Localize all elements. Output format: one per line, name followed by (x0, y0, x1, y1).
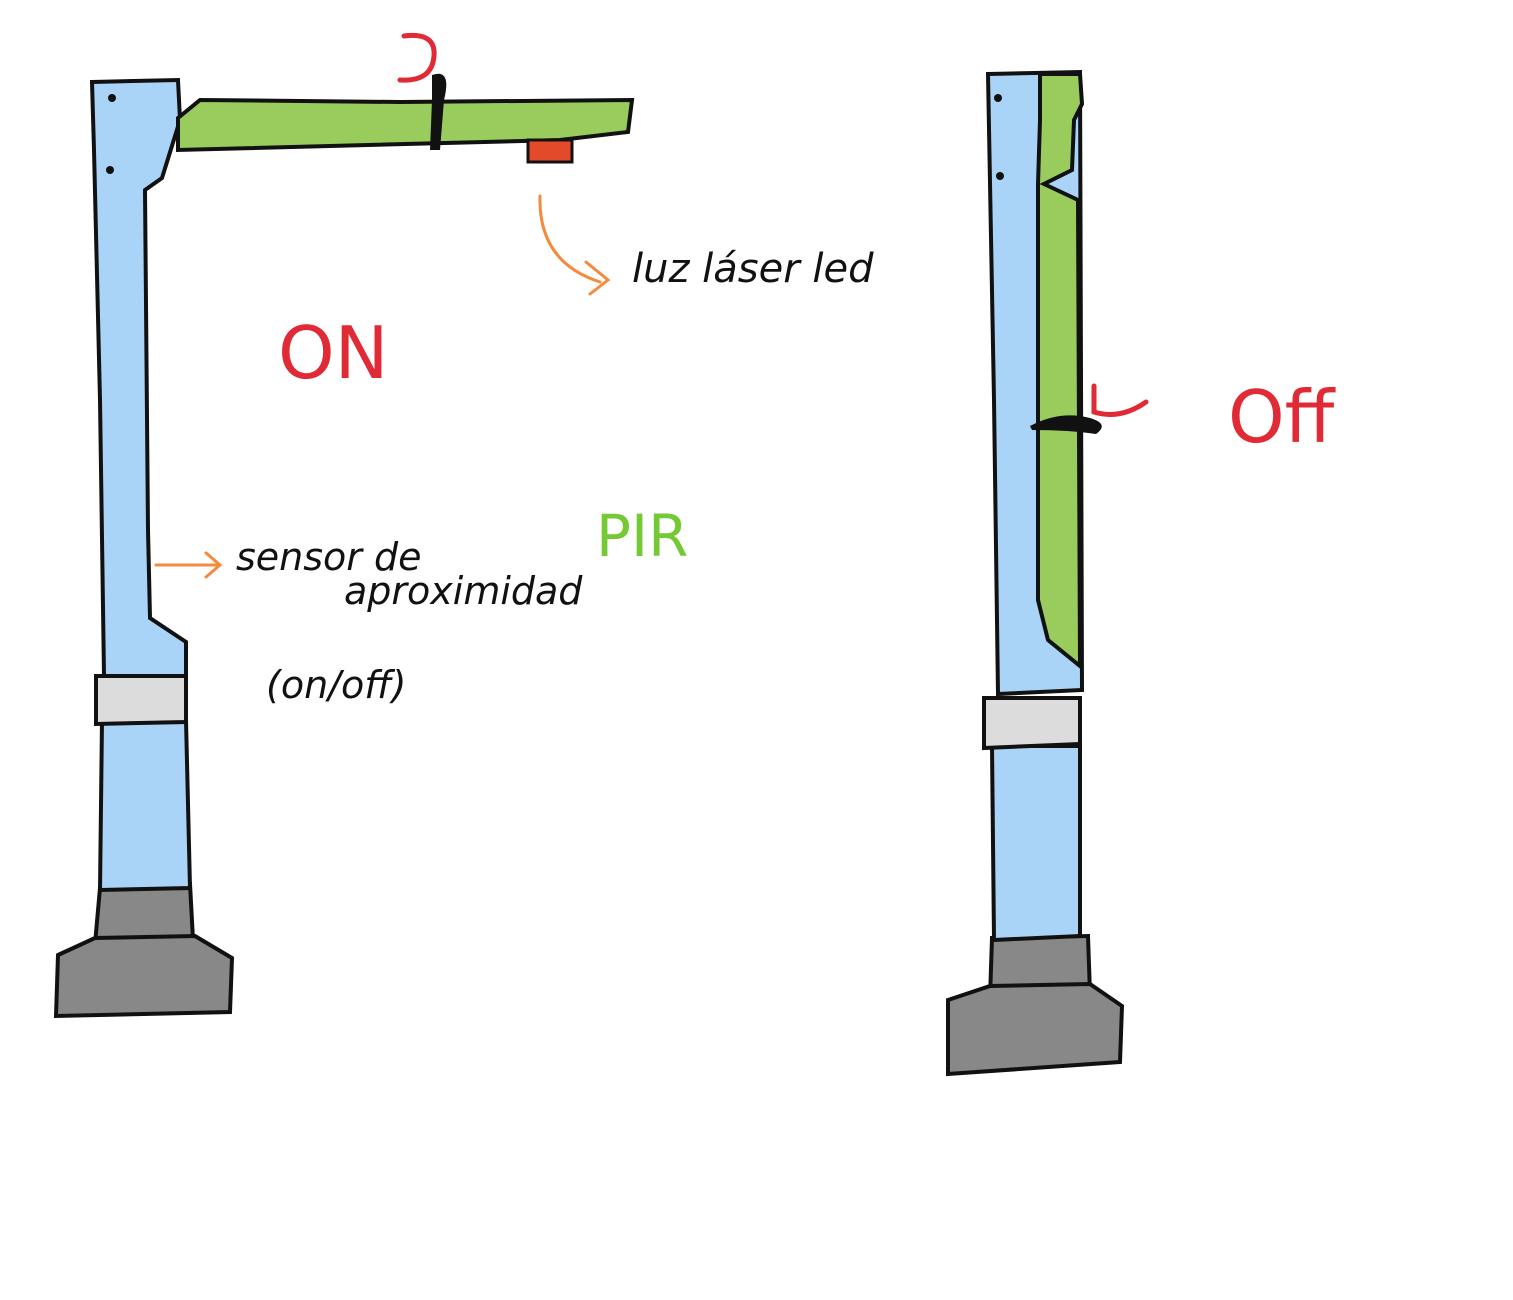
lamp-on (56, 35, 632, 1016)
state-on-label: ON (278, 311, 389, 395)
right-lamp-base (948, 936, 1122, 1074)
lamp-off (948, 72, 1146, 1074)
pir-label: PIR (596, 502, 688, 570)
laser-led-module (528, 140, 572, 162)
on-off-label: (on/off) (266, 663, 406, 707)
screw-icon (108, 94, 116, 102)
right-lamp-lower-pole (992, 746, 1080, 940)
left-lamp-base (56, 884, 232, 1016)
screw-icon (996, 172, 1004, 180)
right-lamp-collar (984, 698, 1080, 748)
red-hook-icon (1094, 386, 1146, 414)
left-lamp-lower-pole (100, 720, 190, 890)
red-hook-icon (400, 35, 434, 80)
left-lamp-collar (96, 676, 186, 724)
orange-arrow-icon (156, 553, 220, 577)
state-off-label: Off (1228, 375, 1336, 459)
labels: ON Off luz láser led sensor de aproximid… (236, 246, 1336, 707)
laser-led-label: luz láser led (632, 246, 874, 292)
screw-icon (994, 94, 1002, 102)
orange-curved-arrow-icon (540, 196, 608, 294)
screw-icon (106, 166, 114, 174)
sensor-label-line2: aproximidad (344, 569, 583, 613)
